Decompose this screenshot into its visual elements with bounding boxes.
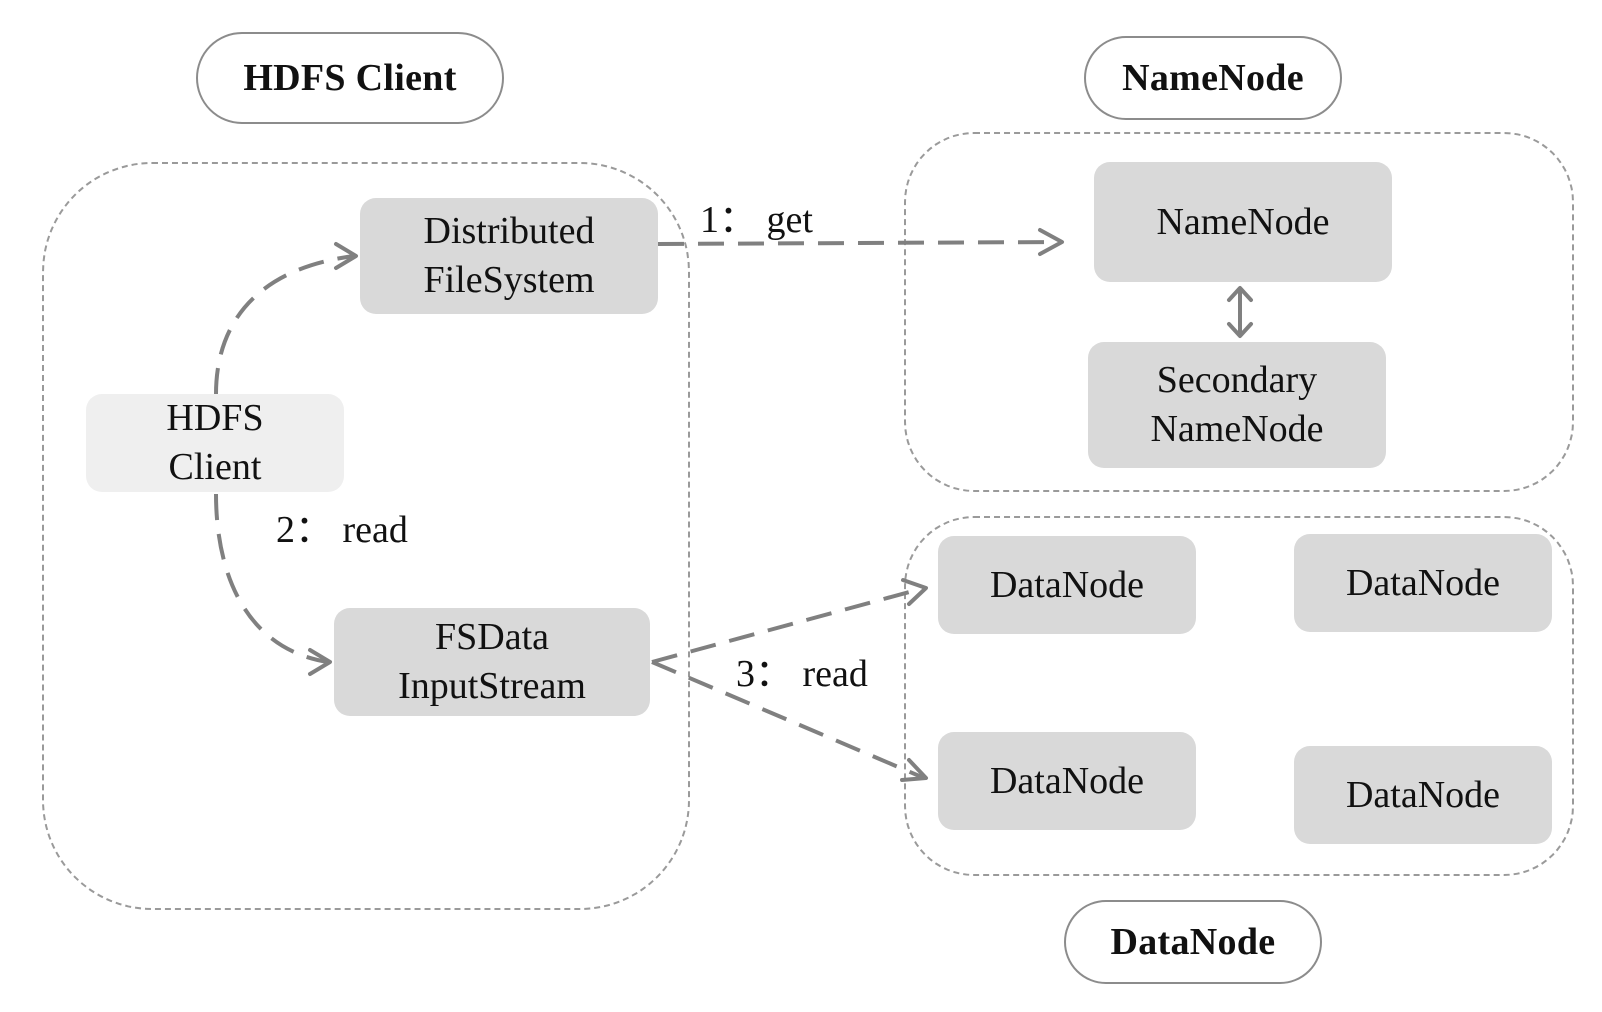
edge-label-read-datanode: 3： read: [736, 653, 868, 695]
edge-label-read-client: 2： read: [276, 509, 408, 551]
hdfs-client-title: HDFS Client: [196, 32, 504, 124]
distributed-filesystem-line2: FileSystem: [423, 259, 595, 301]
datanode-box-1: DataNode: [938, 536, 1196, 634]
namenode-box: NameNode: [1094, 162, 1392, 282]
hdfs-client-box: HDFS Client: [86, 394, 344, 492]
datanode-label-1: DataNode: [989, 563, 1145, 606]
namenode-title: NameNode: [1084, 36, 1342, 120]
secondary-namenode-box: Secondary NameNode: [1088, 342, 1386, 468]
distributed-filesystem-box: Distributed FileSystem: [360, 198, 658, 314]
datanode-box-3: DataNode: [938, 732, 1196, 830]
datanode-label-4: DataNode: [1345, 773, 1501, 816]
fsdata-inputstream-box: FSData InputStream: [334, 608, 650, 716]
hdfs-client-group: [42, 162, 690, 910]
datanode-box-2: DataNode: [1294, 534, 1552, 632]
distributed-filesystem-line1: Distributed: [423, 210, 595, 253]
namenode-label: NameNode: [1156, 200, 1330, 243]
secondary-namenode-line1: Secondary: [1156, 359, 1318, 402]
hdfs-client-line1: HDFS: [166, 397, 264, 440]
datanode-label-3: DataNode: [989, 759, 1145, 802]
datanode-title: DataNode: [1064, 900, 1322, 984]
fsdata-inputstream-line2: InputStream: [398, 665, 586, 707]
fsdata-inputstream-line1: FSData: [435, 616, 549, 659]
edge-label-get: 1： get: [700, 199, 813, 241]
secondary-namenode-line2: NameNode: [1150, 408, 1324, 450]
hdfs-client-line2: Client: [168, 446, 262, 488]
datanode-box-4: DataNode: [1294, 746, 1552, 844]
datanode-label-2: DataNode: [1345, 561, 1501, 604]
namenode-group: [904, 132, 1574, 492]
